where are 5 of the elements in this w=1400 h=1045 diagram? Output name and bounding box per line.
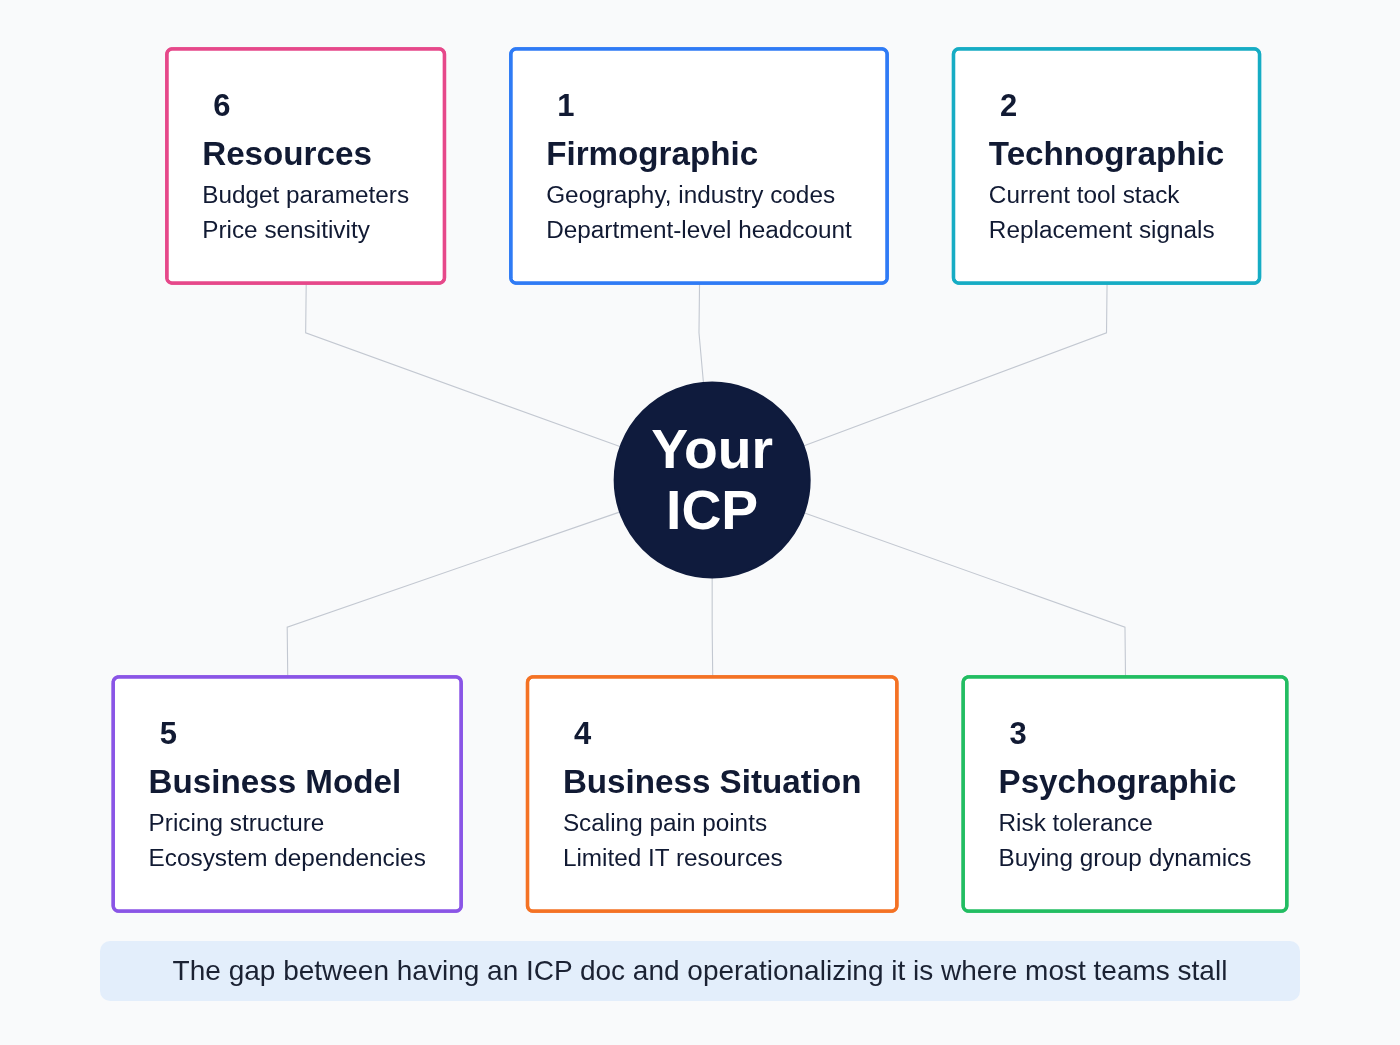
connector: [802, 283, 1108, 447]
connector: [305, 283, 622, 448]
caption-banner: The gap between having an ICP doc and operationalizing it is where most teams stall: [100, 941, 1300, 1001]
node-circle: Your ICP: [613, 381, 811, 579]
connector: [698, 283, 705, 384]
